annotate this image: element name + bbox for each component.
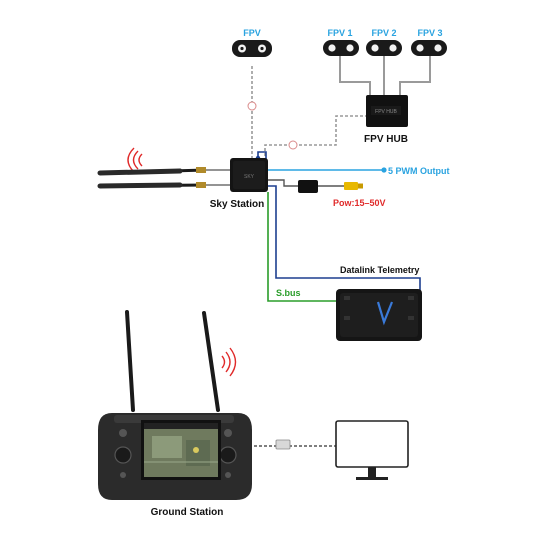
fpv-hub-device: FPV HUB bbox=[366, 95, 408, 127]
monitor-icon bbox=[335, 420, 409, 480]
fpv-hub-label: FPV HUB bbox=[364, 134, 408, 145]
fpv-camera bbox=[232, 40, 272, 57]
pwm-output-label: 5 PWM Output bbox=[388, 166, 450, 176]
fpv3-to-hub-line bbox=[399, 55, 431, 96]
power-module bbox=[298, 180, 363, 193]
fpv2-label: FPV 2 bbox=[371, 28, 396, 38]
fpv-line-marker bbox=[247, 101, 257, 111]
fpv-label: FPV bbox=[243, 28, 261, 38]
sky-station-label: Sky Station bbox=[210, 199, 264, 210]
datalink-line bbox=[257, 151, 421, 300]
sbus-line bbox=[267, 192, 336, 302]
flight-controller-device bbox=[336, 289, 422, 341]
fpv1-camera bbox=[323, 40, 359, 56]
sky-antenna-bottom bbox=[97, 182, 230, 189]
sky-station-device: SKY bbox=[230, 158, 268, 192]
sbus-label: S.bus bbox=[276, 288, 301, 298]
fpv2-camera bbox=[366, 40, 402, 56]
fpv1-to-hub-line bbox=[339, 55, 371, 96]
sky-antenna-top bbox=[97, 167, 230, 176]
fpv1-label: FPV 1 bbox=[327, 28, 352, 38]
ground-signal-waves-icon bbox=[221, 347, 237, 377]
ground-antenna-left bbox=[125, 310, 135, 412]
signal-waves-icon bbox=[127, 147, 143, 173]
hub-to-sky-line bbox=[264, 115, 368, 160]
ground-station-label: Ground Station bbox=[151, 507, 224, 518]
power-label: Pow:15–50V bbox=[333, 198, 386, 208]
pwm-output-dot bbox=[381, 167, 387, 173]
ground-antenna-right bbox=[202, 311, 220, 412]
hdmi-connector-icon bbox=[275, 439, 291, 450]
fpv3-camera bbox=[411, 40, 447, 56]
hub-line-marker bbox=[288, 140, 298, 150]
sky-station-device-text: SKY bbox=[244, 174, 255, 180]
datalink-label: Datalink Telemetry bbox=[340, 265, 419, 275]
fpv3-label: FPV 3 bbox=[417, 28, 442, 38]
ground-station-screen bbox=[141, 420, 221, 480]
power-cable bbox=[268, 179, 298, 187]
fpv-hub-device-text: FPV HUB bbox=[375, 109, 397, 115]
